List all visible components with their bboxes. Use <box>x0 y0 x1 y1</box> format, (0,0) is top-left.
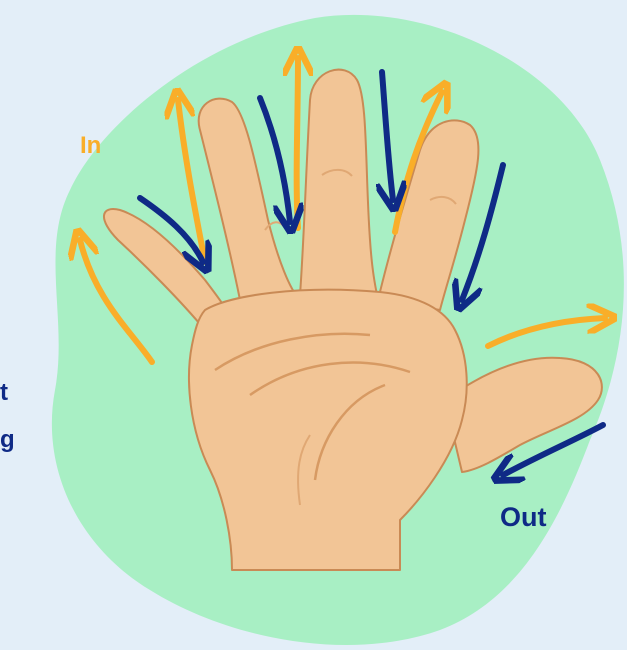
side-label-fragment-2: g <box>0 426 15 453</box>
out-label: Out <box>500 502 547 532</box>
side-label-fragment-1: t <box>0 379 8 406</box>
in-label: In <box>80 132 101 159</box>
in-arrow-middle <box>297 58 298 228</box>
